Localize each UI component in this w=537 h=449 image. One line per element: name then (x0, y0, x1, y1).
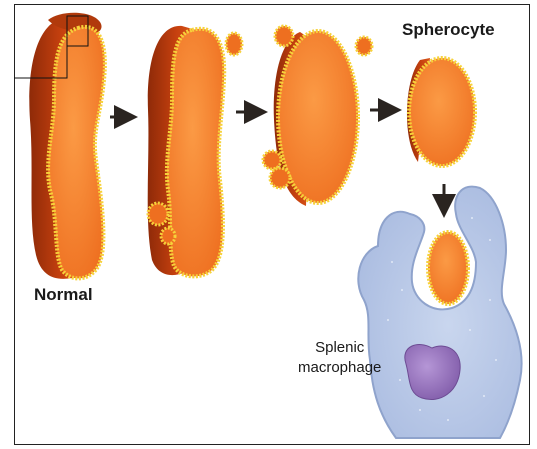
membrane-vesicle (356, 37, 372, 55)
normal-label: Normal (34, 285, 93, 305)
spherocyte-cell-face (409, 58, 475, 166)
membrane-vesicle (270, 168, 290, 188)
membrane-bud (161, 228, 175, 244)
normal-cell-face (48, 27, 105, 279)
vesiculating-cell-face (278, 31, 358, 203)
macrophage-body (358, 187, 521, 438)
spherocyte-label: Spherocyte (402, 20, 495, 40)
normal-cell (14, 13, 105, 279)
membrane-vesicle (275, 26, 293, 46)
membrane-bud (148, 203, 168, 225)
membrane-bud (226, 33, 242, 55)
vesiculating-cell (263, 26, 372, 206)
engulfed-spherocyte (428, 232, 468, 304)
splenic-macrophage (358, 187, 521, 438)
budding-cell (148, 26, 242, 276)
spherocyte-cell (407, 58, 475, 166)
splenic-macrophage-label: Splenic macrophage (298, 338, 381, 378)
membrane-vesicle (263, 151, 281, 169)
splenic-macrophage-label-line1: Splenic (298, 338, 381, 358)
budding-cell-face (167, 29, 224, 277)
splenic-macrophage-label-line2: macrophage (298, 358, 381, 378)
